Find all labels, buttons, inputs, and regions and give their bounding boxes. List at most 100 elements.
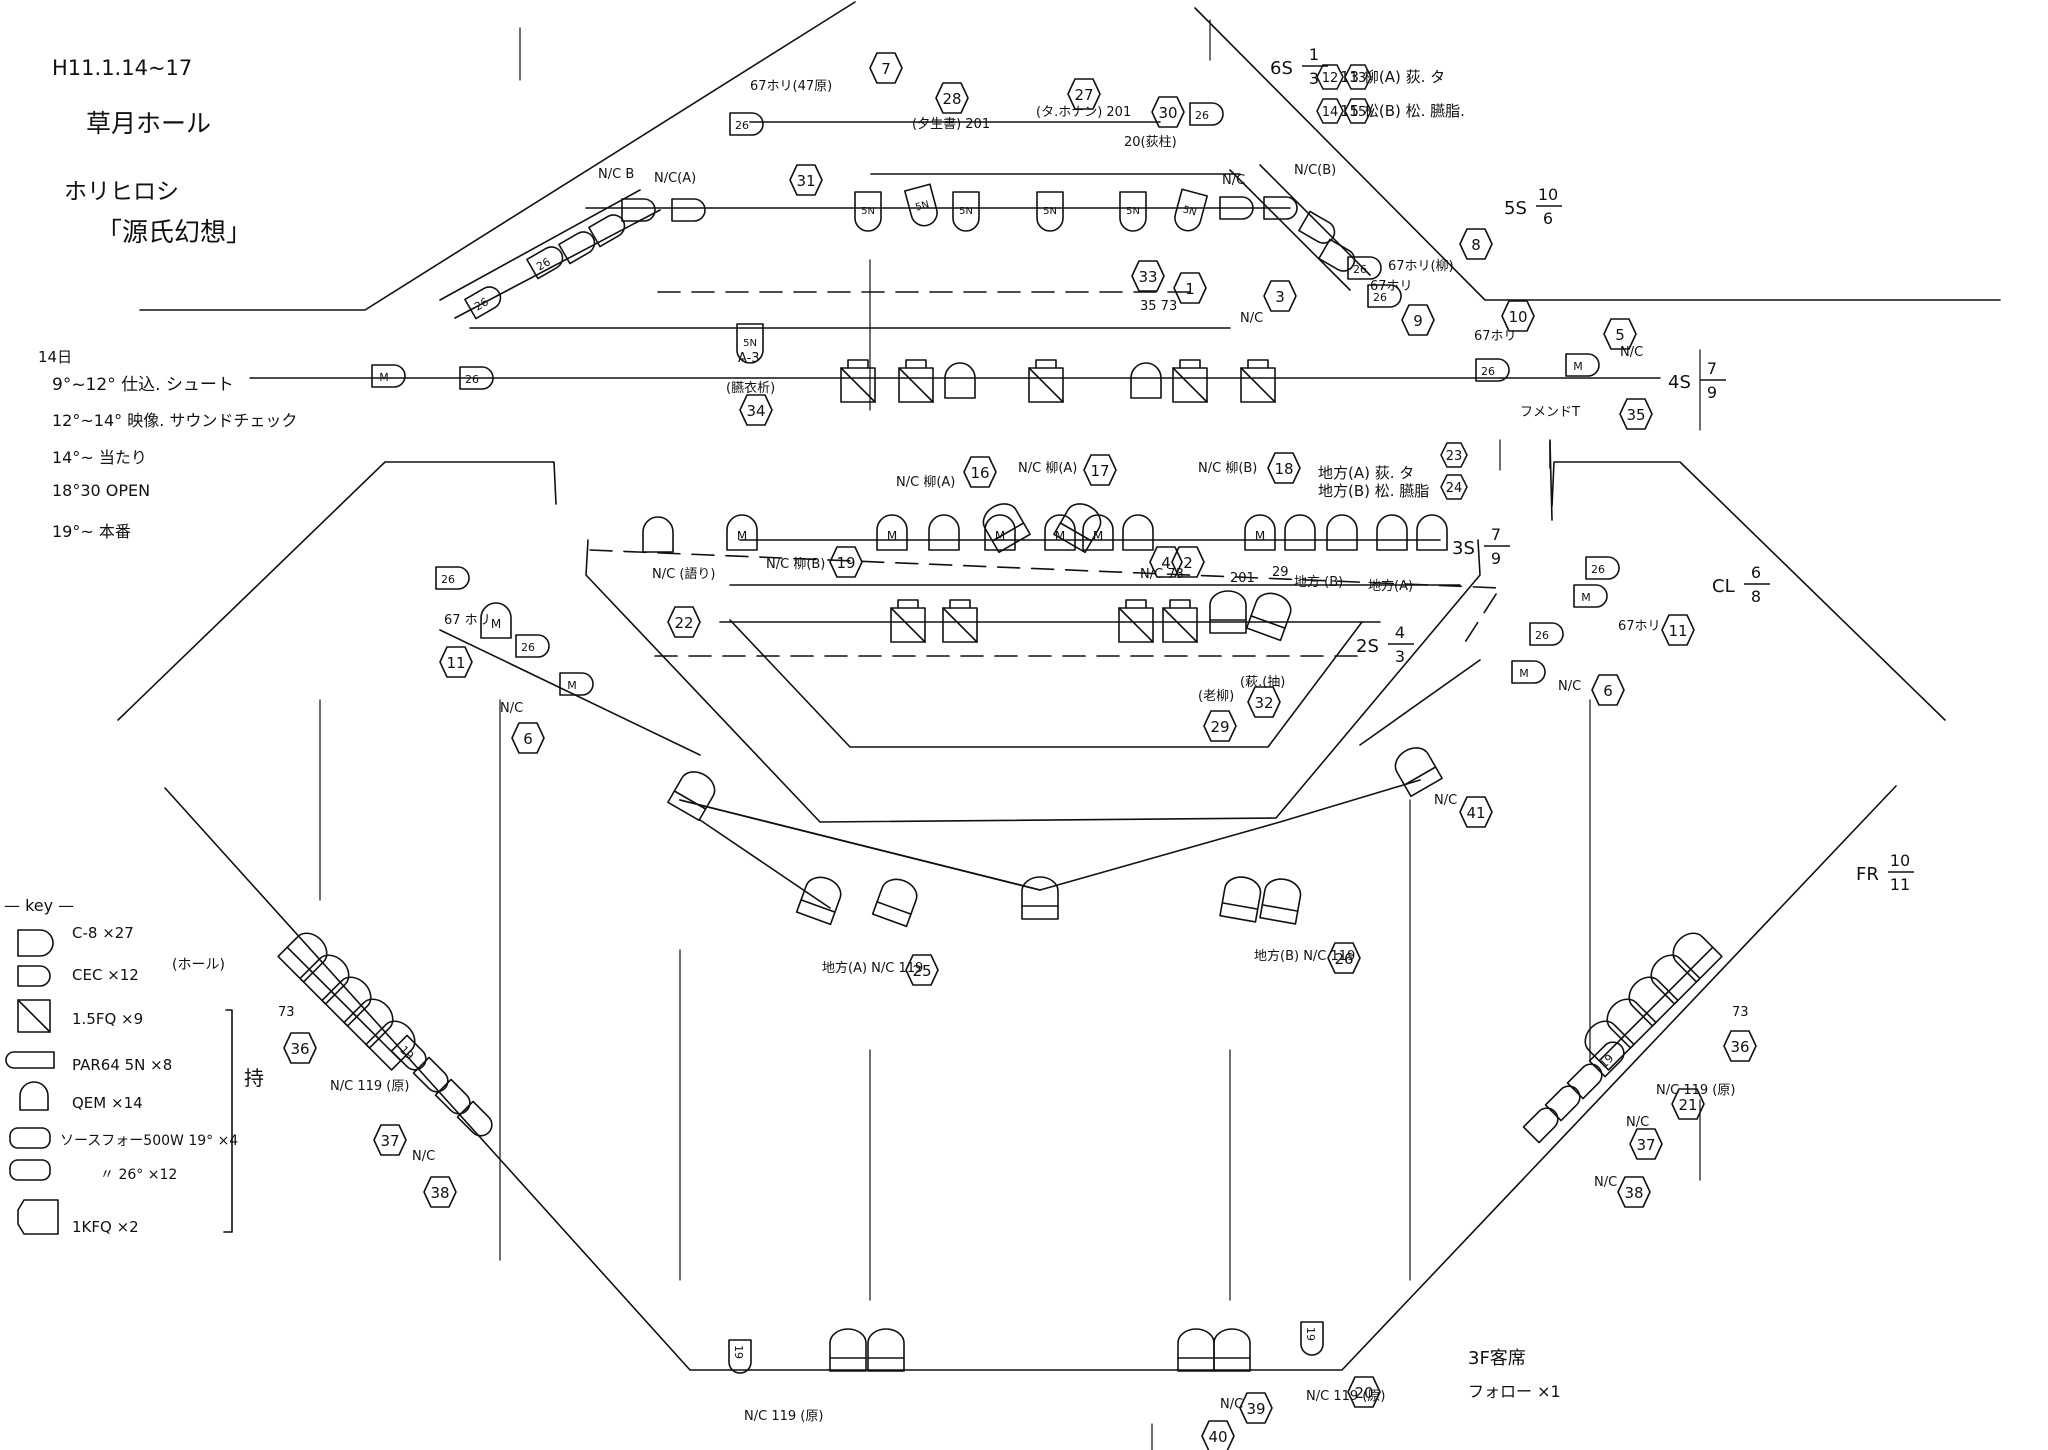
fixture-fq <box>1118 599 1154 643</box>
ladders <box>439 164 1371 319</box>
channel-number: 7 <box>881 60 891 78</box>
fixture-label: N/C <box>412 1149 435 1164</box>
channel-hex: 6 <box>1591 674 1625 706</box>
fixture-cec <box>667 771 716 822</box>
fixture-cec <box>795 876 842 926</box>
fixture-c8: 19 <box>390 1034 427 1071</box>
fixture-cec <box>1259 878 1302 925</box>
channel-hex: 38 <box>1617 1176 1651 1208</box>
legend-label: 1.5FQ ×9 <box>72 1010 144 1028</box>
fixture-label: 地方(B) N/C 119 <box>1254 948 1355 964</box>
channel-number: 27 <box>1074 86 1093 104</box>
channel-hex: 3 <box>1263 280 1297 312</box>
gel-channel-number: 15 <box>1350 105 1367 120</box>
fixture-symbol: 26 <box>735 119 749 132</box>
gel-note: 15 松(B) 松. 臙脂. <box>1340 102 1465 120</box>
fixture-label: 67ホリ <box>1618 619 1661 634</box>
fixture-label: 地方(A) <box>1368 578 1413 594</box>
gel-channel-hex: 15 <box>1344 98 1372 124</box>
channel-hex: 35 <box>1619 398 1653 430</box>
gel-channel-number: 14 <box>1322 105 1339 120</box>
gel-channel-hex: 24 <box>1440 474 1468 500</box>
fixture-label: N/C 柳(B) <box>1198 461 1257 476</box>
pipe-name: CL <box>1712 576 1735 597</box>
balcony-label: 3F客席 <box>1468 1348 1526 1369</box>
channel-number: 9 <box>1413 312 1423 330</box>
fixture-c8 <box>434 1078 471 1115</box>
fixture-label: N/C <box>1594 1175 1617 1190</box>
fixture-qem: M <box>1244 514 1276 551</box>
channel-hex: 2 <box>1171 546 1205 578</box>
fixture-c8: 26 <box>459 366 494 390</box>
1kfq-icon <box>17 1199 59 1235</box>
schedule-item: 18°30 OPEN <box>52 481 151 500</box>
fixture-c8: 26 <box>729 112 764 136</box>
fixture-label: N/C 119 (原) <box>1306 1389 1385 1404</box>
fixture-qem: M <box>1044 514 1076 551</box>
channel-number: 18 <box>1274 460 1293 478</box>
balcony-follow: フォロー ×1 <box>1468 1382 1561 1401</box>
fixture-label: 67ホリ(47原) <box>750 79 832 94</box>
fixture-symbol: 26 <box>472 295 491 313</box>
fixture-qem <box>1376 514 1408 551</box>
channel-number: 37 <box>1636 1136 1655 1154</box>
fixture-qem: M <box>876 514 908 551</box>
legend-label: QEM ×14 <box>72 1094 143 1112</box>
gel-channel-number: 13 <box>1350 71 1367 86</box>
fixture-cec <box>1053 503 1102 554</box>
fixture-label: N/C(B) <box>1294 163 1336 178</box>
fixture-c8 <box>1298 210 1336 244</box>
fixture-cec <box>1021 876 1059 920</box>
gel-channel-number: 24 <box>1446 481 1463 496</box>
legend-label: C-8 ×27 <box>72 924 134 942</box>
fixture-c8: 26 <box>1585 556 1620 580</box>
channel-number: 22 <box>674 614 693 632</box>
pipe-name: 4S <box>1668 372 1691 393</box>
fixture-label: N/C B <box>598 167 634 182</box>
channel-hex: 22 <box>667 606 701 638</box>
pipe-denominator: 9 <box>1707 383 1717 402</box>
pipe-name: 2S <box>1356 636 1379 657</box>
fixture-c8 <box>671 198 706 222</box>
fixture-label: N/C 119 (原) <box>1656 1083 1735 1098</box>
fixture-c8 <box>588 214 626 248</box>
channel-number: 17 <box>1090 462 1109 480</box>
channel-hex: 5 <box>1603 318 1637 350</box>
fixture-qem: M <box>480 602 512 639</box>
fixture-symbol: M <box>737 529 747 543</box>
fixture-symbol: 26 <box>441 573 455 586</box>
fixture-c8: M <box>371 364 406 388</box>
fixture-cec <box>277 932 328 983</box>
schedule-item: 12°~14° 映像. サウンドチェック <box>52 411 298 430</box>
fixture-c8 <box>412 1056 449 1093</box>
channel-number: 21 <box>1678 1096 1697 1114</box>
channel-hex: 6 <box>511 722 545 754</box>
schedule-list: 9°~12° 仕込. シュート 12°~14° 映像. サウンドチェック 14°… <box>52 370 297 555</box>
gel-channel-hex: 13 <box>1344 64 1372 90</box>
fixture-c8 <box>1566 1063 1603 1100</box>
fixture-fq <box>1162 599 1198 643</box>
fixture-symbol: 26 <box>1195 109 1209 122</box>
fixture-par64: 5N <box>736 323 764 364</box>
channel-number: 34 <box>746 402 765 420</box>
source4-26-icon <box>9 1159 51 1181</box>
fixture-cec <box>1177 1328 1215 1372</box>
fixture-par64: 5N <box>854 191 882 232</box>
channel-number: 28 <box>942 90 961 108</box>
fixture-cec <box>321 976 372 1027</box>
fixture-cec <box>1584 1020 1635 1071</box>
pipe-numerator: 10 <box>1890 851 1910 870</box>
pipe-denominator: 6 <box>1543 209 1553 228</box>
fixture-label: (タ.ホナン) 201 <box>1036 105 1131 120</box>
venue-name: 草月ホール <box>86 109 212 138</box>
fixture-label: N/C <box>1222 173 1245 188</box>
legend-bracket-note: 持 <box>244 1066 264 1090</box>
channel-number: 16 <box>970 464 989 482</box>
fixture-label: N/C <box>1220 1397 1243 1412</box>
pipe-name: 3S <box>1452 538 1475 559</box>
c8-icon <box>17 929 54 957</box>
fixture-label: 73 <box>1732 1005 1749 1020</box>
channel-number: 11 <box>446 654 465 672</box>
